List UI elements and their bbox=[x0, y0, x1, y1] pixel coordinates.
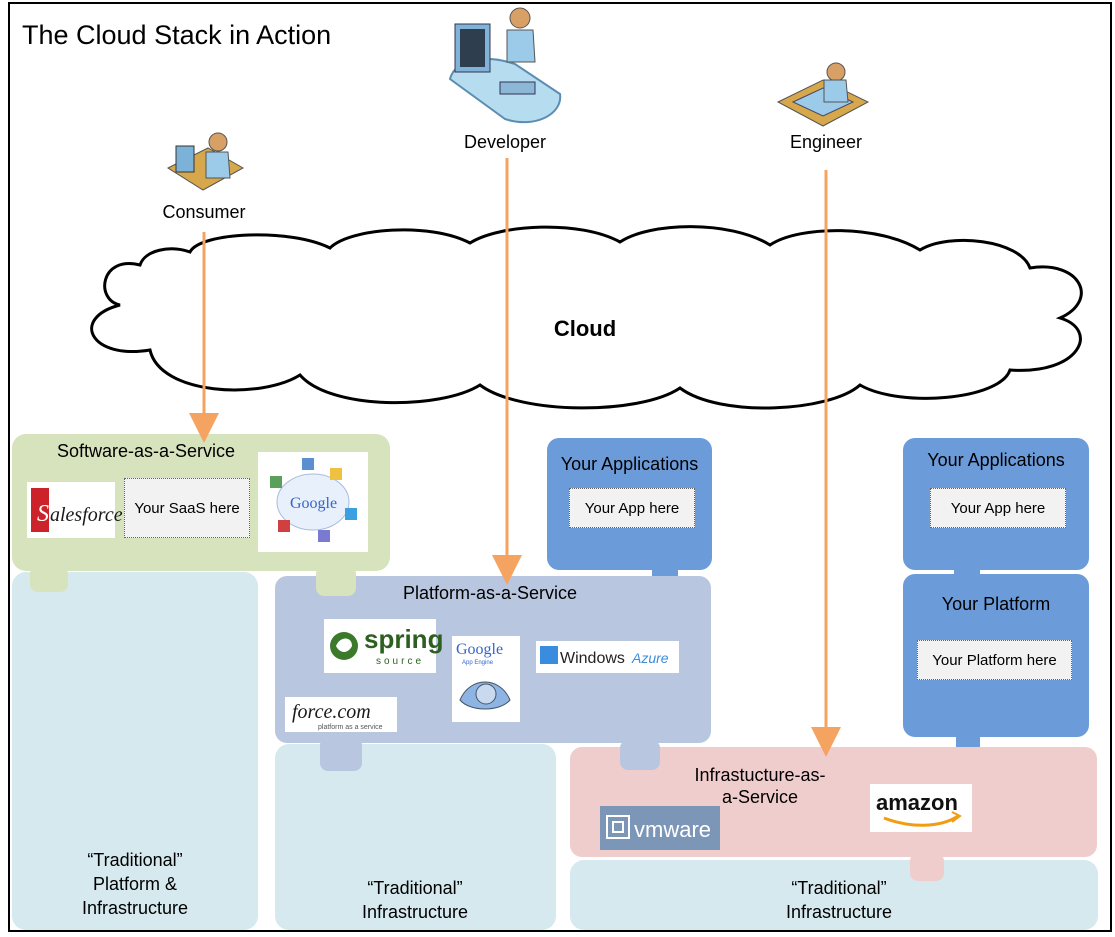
amazon-logo: amazon bbox=[870, 784, 972, 832]
svg-text:App Engine: App Engine bbox=[462, 660, 494, 666]
trad-pi-line3: Infrastructure bbox=[81, 898, 189, 918]
paas-title: Platform-as-a-Service bbox=[402, 583, 578, 603]
trad-pi-line1: “Traditional” bbox=[87, 850, 183, 870]
cloud-shape bbox=[90, 225, 1083, 410]
vmware-logo: vmware bbox=[600, 806, 720, 850]
traditional-infrastructure-label-1: “Traditional” Infrastructure bbox=[330, 876, 500, 924]
your-applications-title-1: Your Applications bbox=[560, 454, 699, 474]
your-app-placeholder-2: Your App here bbox=[930, 488, 1066, 528]
svg-text:amazon: amazon bbox=[876, 790, 958, 815]
svg-text:vmware: vmware bbox=[634, 817, 711, 842]
consumer-label: Consumer bbox=[162, 202, 246, 222]
google-apps-logo: Google bbox=[258, 452, 368, 552]
iaas-title-line2: a-Service bbox=[721, 787, 799, 807]
saas-placeholder: Your SaaS here bbox=[124, 478, 250, 538]
diagram-title: The Cloud Stack in Action bbox=[22, 20, 332, 50]
traditional-infrastructure-block-2 bbox=[570, 860, 1098, 930]
svg-text:S: S bbox=[37, 501, 49, 527]
windows-azure-logo: Windows Azure bbox=[536, 641, 679, 673]
svg-text:spring: spring bbox=[364, 624, 443, 654]
traditional-platform-infrastructure-block bbox=[12, 572, 258, 930]
trad-i2-line2: Infrastructure bbox=[785, 902, 893, 922]
developer-icon bbox=[448, 7, 562, 124]
svg-text:Google: Google bbox=[456, 641, 503, 658]
your-applications-title-2: Your Applications bbox=[927, 450, 1065, 470]
google-app-engine-logo: Google App Engine bbox=[452, 636, 520, 722]
force-com-logo: force.com platform as a service bbox=[285, 697, 397, 732]
svg-text:force.com: force.com bbox=[292, 701, 371, 723]
trad-i1-line1: “Traditional” bbox=[367, 878, 463, 898]
your-platform-title: Your Platform bbox=[941, 594, 1051, 614]
svg-text:Google: Google bbox=[290, 495, 337, 512]
diagram-frame bbox=[8, 2, 1112, 932]
trad-pi-line2: Platform & bbox=[92, 874, 178, 894]
developer-label: Developer bbox=[463, 132, 547, 152]
cloud-label: Cloud bbox=[553, 316, 617, 341]
svg-text:alesforce: alesforce bbox=[50, 504, 123, 526]
svg-text:Azure: Azure bbox=[631, 650, 669, 666]
traditional-infrastructure-label-2: “Traditional” Infrastructure bbox=[754, 876, 924, 924]
traditional-infrastructure-block-1 bbox=[275, 744, 556, 930]
your-app-placeholder-1: Your App here bbox=[569, 488, 695, 528]
salesforce-logo: S alesforce bbox=[27, 482, 123, 538]
trad-i1-line2: Infrastructure bbox=[361, 902, 469, 922]
saas-title: Software-as-a-Service bbox=[56, 441, 236, 461]
spring-source-logo: spring source bbox=[324, 619, 443, 673]
engineer-label: Engineer bbox=[789, 132, 863, 152]
your-platform-placeholder: Your Platform here bbox=[917, 640, 1072, 680]
trad-i2-line1: “Traditional” bbox=[791, 878, 887, 898]
svg-text:platform as a service: platform as a service bbox=[318, 724, 383, 731]
svg-text:source: source bbox=[376, 656, 424, 667]
iaas-title-line1: Infrastucture-as- bbox=[694, 765, 826, 785]
consumer-icon bbox=[166, 132, 245, 191]
engineer-icon bbox=[776, 62, 870, 127]
svg-text:Windows: Windows bbox=[560, 650, 625, 667]
traditional-platform-infrastructure-label: “Traditional” Platform & Infrastructure bbox=[60, 848, 210, 920]
iaas-title: Infrastucture-as- a-Service bbox=[680, 764, 840, 808]
